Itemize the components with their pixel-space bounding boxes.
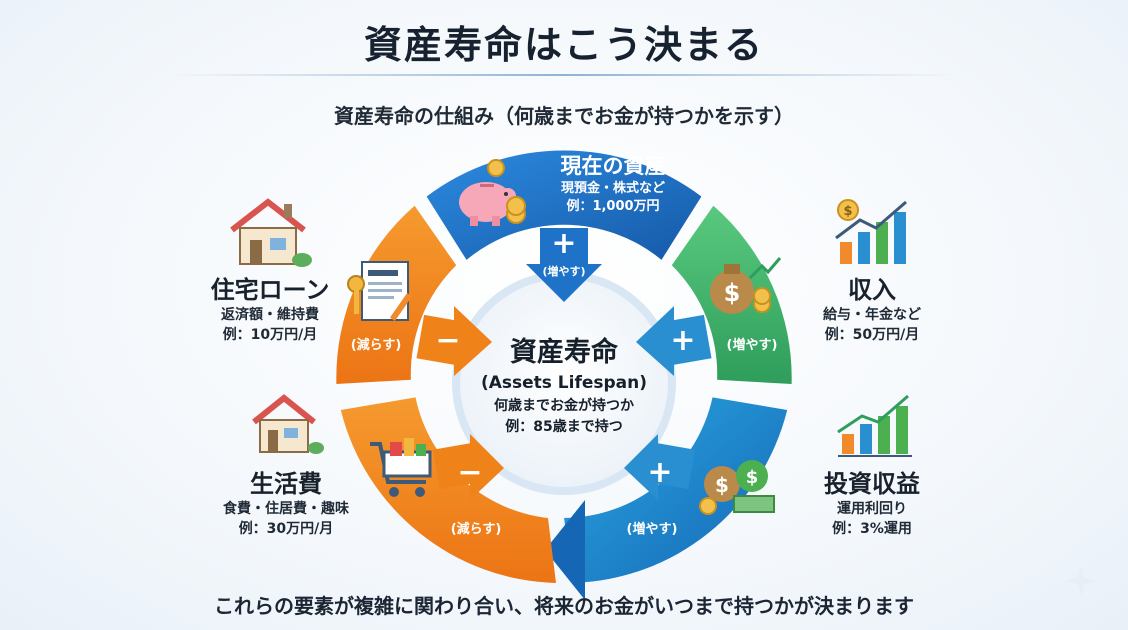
arrow-right-bottom — [624, 434, 696, 500]
income-example: 例：50万円/月 — [824, 327, 920, 343]
center-circle — [460, 279, 668, 487]
center-title: 資産寿命 — [510, 337, 618, 368]
center-desc: 何歳までお金が持つか — [494, 398, 634, 414]
living-cost-example: 例：30万円/月 — [238, 521, 334, 537]
growth-chart-icon: $ — [835, 199, 907, 264]
house-icon — [230, 198, 312, 267]
effect-living-cost: (減らす) — [450, 522, 502, 537]
sign-income: + — [670, 323, 696, 358]
living-cost-desc: 食費・住居費・趣味 — [223, 501, 349, 517]
housing-loan-title: 住宅ローン — [210, 276, 330, 304]
investment-title: 投資収益 — [824, 470, 920, 498]
effect-top: (増やす) — [542, 265, 586, 278]
investment-desc: 運用利回り — [837, 501, 907, 517]
arrow-head-investment — [545, 500, 585, 600]
money-bag-icon: $ — [710, 257, 782, 314]
investment-label: 投資収益 運用利回り 例：3%運用 — [792, 464, 952, 539]
housing-loan-desc: 返済額・維持費 — [221, 307, 319, 323]
current-assets-desc: 現預金・株式など — [560, 181, 665, 196]
housing-loan-label: 住宅ローン 返済額・維持費 例：10万円/月 — [180, 270, 360, 345]
loan-document-icon — [347, 261, 413, 322]
center-example: 例：85歳まで持つ — [505, 419, 623, 435]
current-assets-title: 現在の資産 — [560, 154, 666, 178]
sign-housing-loan: − — [435, 323, 461, 358]
center-label: 資産寿命 (Assets Lifespan) 何歳までお金が持つか 例：85歳ま… — [449, 336, 679, 438]
title-divider — [170, 74, 958, 76]
effect-investment: (増やす) — [626, 522, 678, 537]
svg-text:$: $ — [724, 279, 741, 307]
svg-text:$: $ — [715, 473, 729, 497]
arrow-right-top — [636, 306, 712, 376]
current-assets-example: 例：1,000万円 — [566, 199, 660, 214]
living-cost-label: 生活費 食費・住居費・趣味 例：30万円/月 — [196, 464, 376, 539]
effect-housing-loan: (減らす) — [350, 338, 402, 353]
income-label: 収入 給与・年金など 例：50万円/月 — [792, 270, 952, 345]
segment-investment — [564, 397, 788, 583]
svg-text:$: $ — [746, 467, 759, 488]
segment-current-assets — [426, 150, 702, 260]
page-title: 資産寿命はこう決まる — [363, 23, 764, 67]
income-desc: 給与・年金など — [823, 307, 921, 323]
center-english: (Assets Lifespan) — [480, 373, 648, 393]
effect-income: (増やす) — [726, 338, 778, 353]
arrow-left-bottom — [432, 434, 504, 500]
investment-example: 例：3%運用 — [832, 521, 912, 537]
page-subtitle: 資産寿命の仕組み（何歳までお金が持つかを示す） — [334, 104, 794, 128]
svg-text:$: $ — [843, 204, 852, 219]
sign-top: + — [551, 226, 577, 261]
house-icon — [252, 394, 324, 454]
sign-investment: + — [647, 455, 673, 490]
current-assets-label: 現在の資産 現預金・株式など 例：1,000万円 — [518, 150, 708, 216]
piggy-bank-icon — [459, 159, 526, 226]
income-title: 収入 — [848, 276, 896, 304]
money-bags-icon: $ $ — [699, 460, 775, 515]
housing-loan-example: 例：10万円/月 — [222, 327, 318, 343]
arrow-top — [526, 228, 602, 302]
footer-note: これらの要素が複雑に関わり合い、将来のお金がいつまで持つかが決まります — [214, 594, 914, 618]
growth-chart-icon — [837, 394, 912, 457]
shopping-cart-icon — [370, 438, 432, 497]
sparkle-icon — [1066, 566, 1096, 596]
arrow-left-top — [416, 306, 492, 376]
living-cost-title: 生活費 — [250, 470, 322, 498]
sign-living-cost: − — [457, 455, 483, 490]
